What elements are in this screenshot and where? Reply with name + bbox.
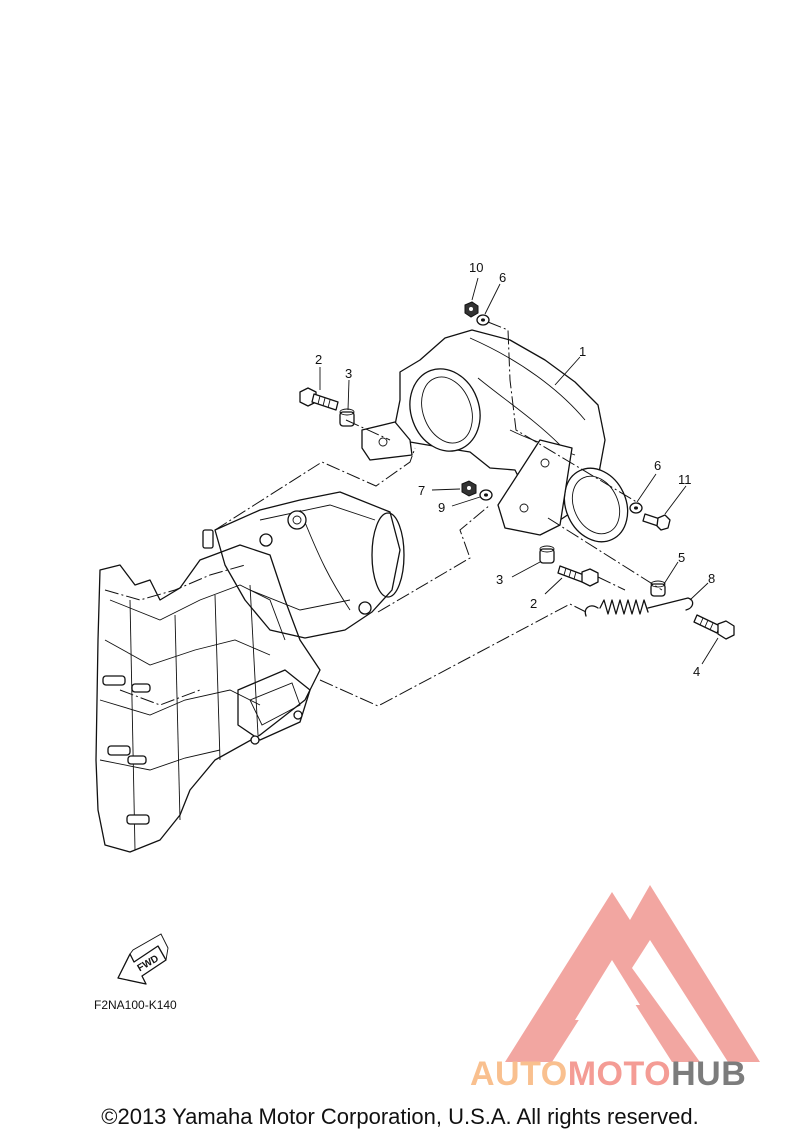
part-3-collar-lower xyxy=(539,545,555,564)
fwd-arrow: FWD xyxy=(117,933,169,985)
part-4-bolt xyxy=(693,614,735,640)
part-11-bolt xyxy=(642,513,671,531)
wordmark-moto: MOTO xyxy=(567,1055,672,1093)
copyright-notice: ©2013 Yamaha Motor Corporation, U.S.A. A… xyxy=(101,1104,699,1129)
part-1-exhaust-elbow xyxy=(361,329,629,543)
callout-1: 1 xyxy=(579,344,586,359)
part-5-cap xyxy=(650,580,666,597)
callout-11: 11 xyxy=(678,472,692,487)
callout-8: 8 xyxy=(708,571,715,586)
callout-2: 2 xyxy=(315,352,322,367)
callout-6: 6 xyxy=(499,270,506,285)
callout-4: 4 xyxy=(693,664,700,679)
part-6-washer-right xyxy=(629,502,643,514)
callout-6: 6 xyxy=(654,458,661,473)
callout-3: 3 xyxy=(345,366,352,381)
callout-7: 7 xyxy=(418,483,425,498)
callout-5: 5 xyxy=(678,550,685,565)
part-2-bolt-lower xyxy=(557,565,599,587)
part-6-washer-top xyxy=(476,314,490,326)
part-3-collar-top xyxy=(339,408,355,427)
callout-9: 9 xyxy=(438,500,445,515)
part-2-bolt-top xyxy=(299,387,339,411)
engine-block xyxy=(95,544,321,853)
drawing-code: F2NA100-K140 xyxy=(94,998,177,1012)
automotohub-logo xyxy=(505,885,760,1062)
part-8-spring xyxy=(584,597,694,617)
part-10-nut xyxy=(464,301,479,318)
automotohub-wordmark: AUTOMOTOHUB xyxy=(470,1055,746,1094)
wordmark-auto: AUTO xyxy=(470,1055,568,1093)
assembly-lines xyxy=(214,321,663,707)
leader-lines xyxy=(319,277,719,665)
callouts: 10 6 1 2 3 7 9 6 11 5 8 3 2 4 xyxy=(315,260,715,679)
part-7-nut xyxy=(461,480,477,497)
exhaust-manifold xyxy=(202,491,405,639)
callout-10: 10 xyxy=(469,260,483,275)
wordmark-hub: HUB xyxy=(671,1055,747,1093)
callout-3: 3 xyxy=(496,572,503,587)
part-9-washer xyxy=(479,489,493,501)
callout-2: 2 xyxy=(530,596,537,611)
